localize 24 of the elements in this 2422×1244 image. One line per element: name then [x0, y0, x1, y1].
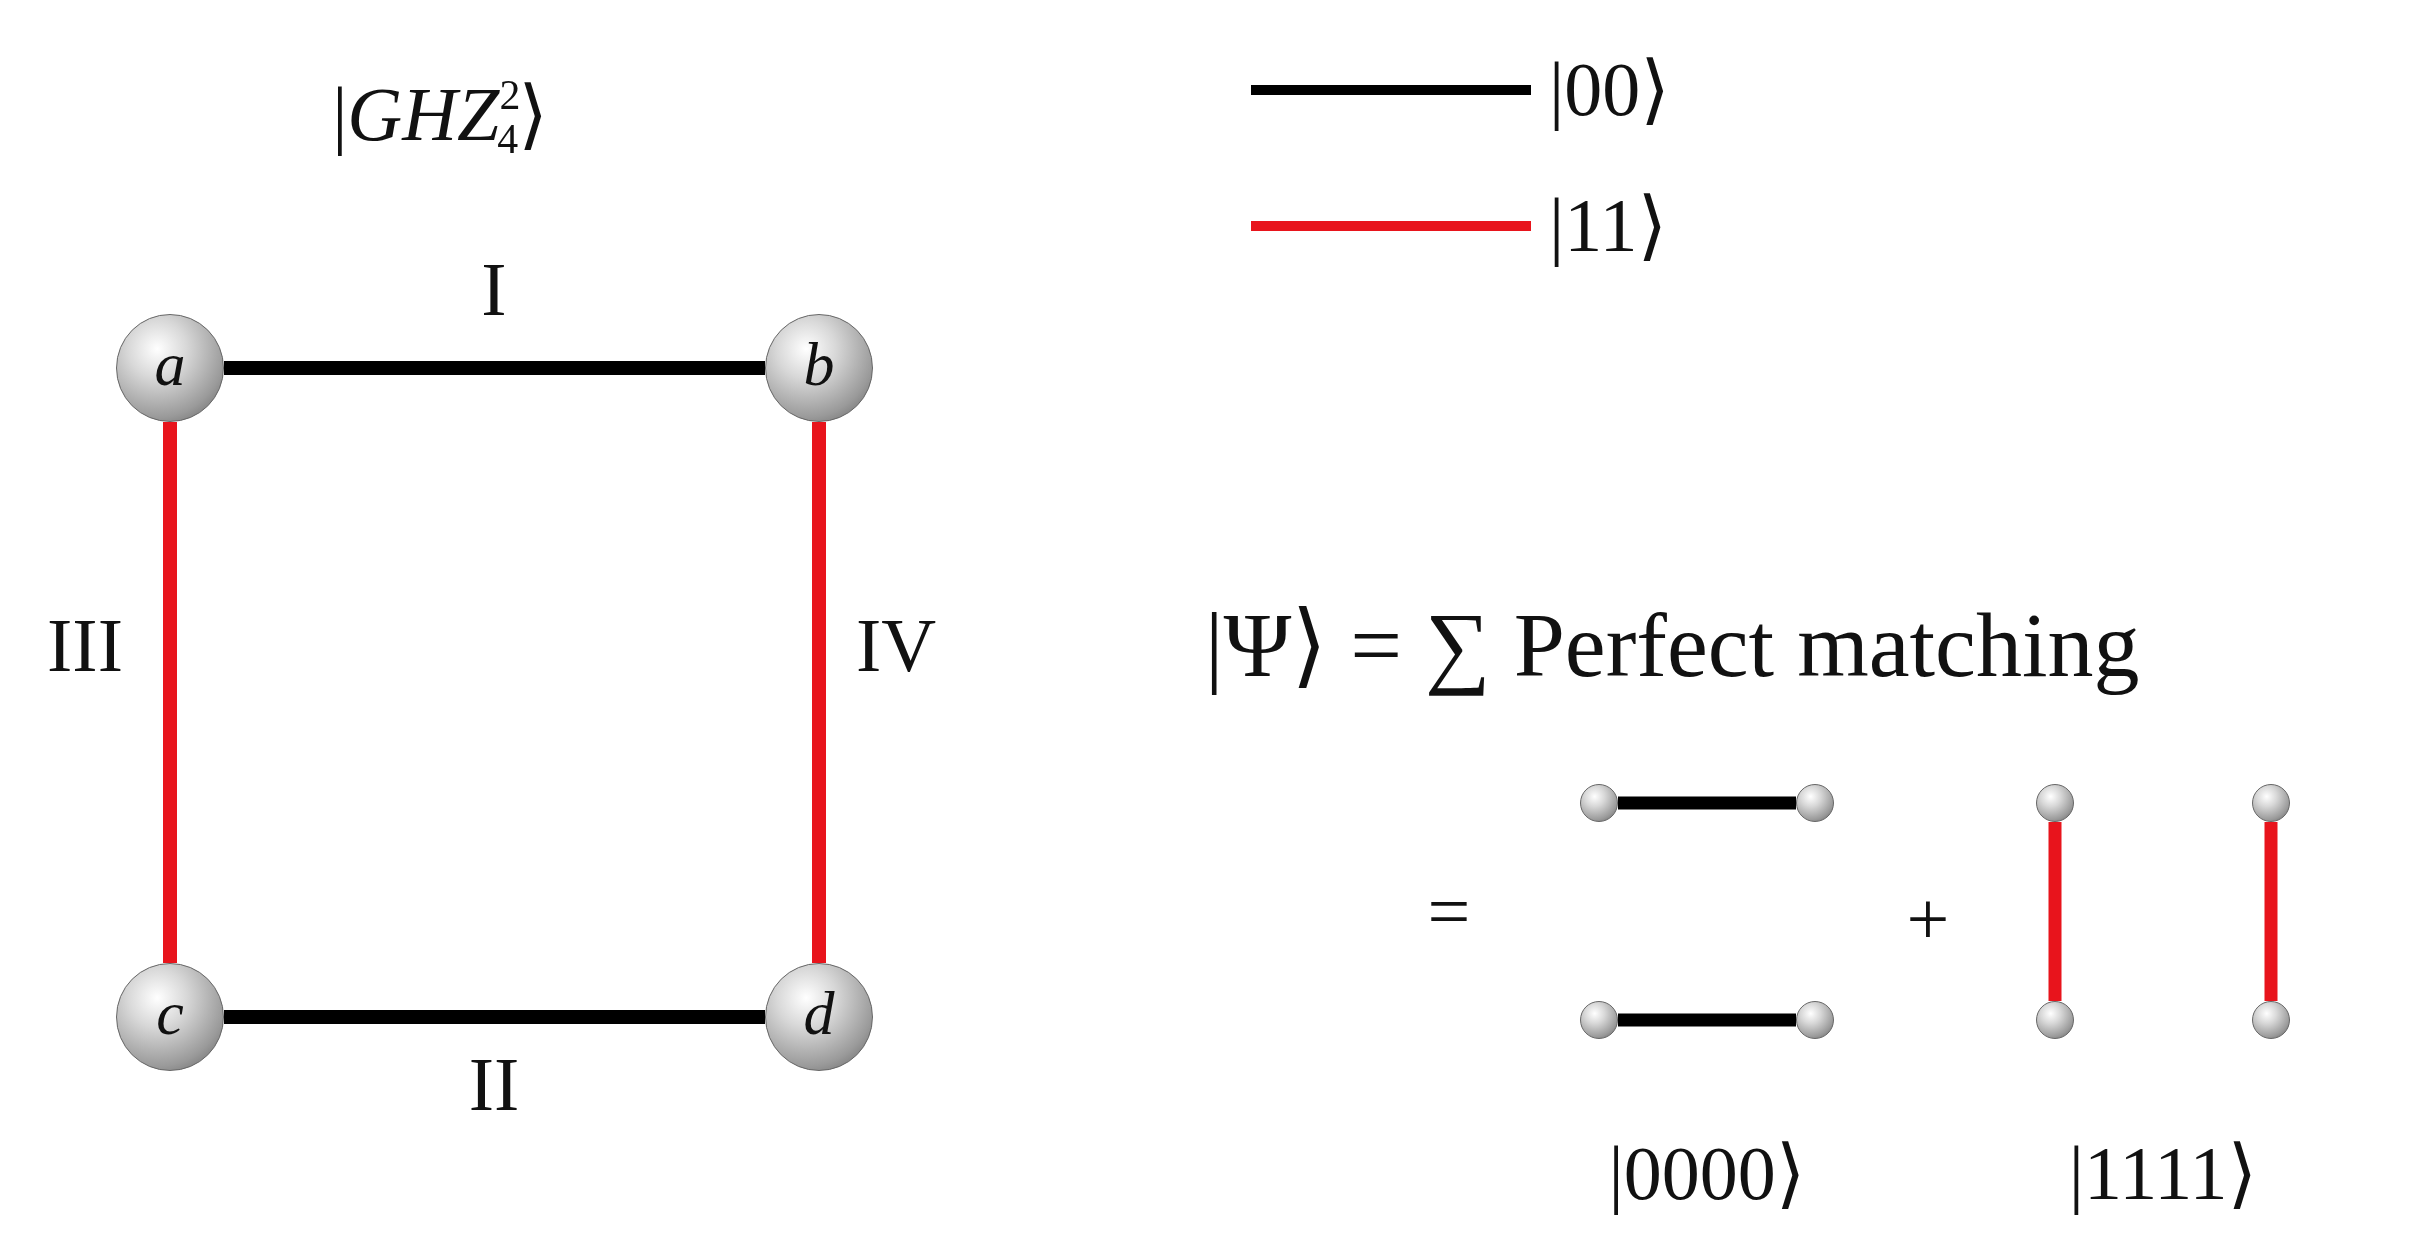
node-letter: d [803, 982, 835, 1044]
node-letter: c [156, 982, 184, 1044]
sphere-node [2252, 1001, 2290, 1039]
legend-text: |11⟩ [1549, 184, 1668, 268]
sphere-node [2252, 784, 2290, 822]
legend-text: |00⟩ [1549, 48, 1670, 132]
sphere-node [1796, 784, 1834, 822]
connector-line [1618, 1013, 1796, 1027]
sphere-node [1796, 1001, 1834, 1039]
sphere-node [1580, 784, 1618, 822]
connector-line [2264, 822, 2278, 1001]
connector-line [224, 1010, 765, 1024]
node-letter: b [803, 333, 835, 395]
connector-line [2048, 822, 2062, 1001]
sphere-node [2036, 784, 2074, 822]
node-letter: a [154, 333, 186, 395]
diagram-title: |GHZ$^{2}$$_{4}$⟩ [332, 70, 548, 163]
sphere-node [2036, 1001, 2074, 1039]
sphere-node [1580, 1001, 1618, 1039]
connector-line [1618, 796, 1796, 810]
connector-line [812, 422, 826, 963]
connector-line [163, 422, 177, 963]
equation-text: |Ψ⟩ = ∑ Perfect matching [1205, 595, 2140, 697]
connector-line [224, 361, 765, 375]
